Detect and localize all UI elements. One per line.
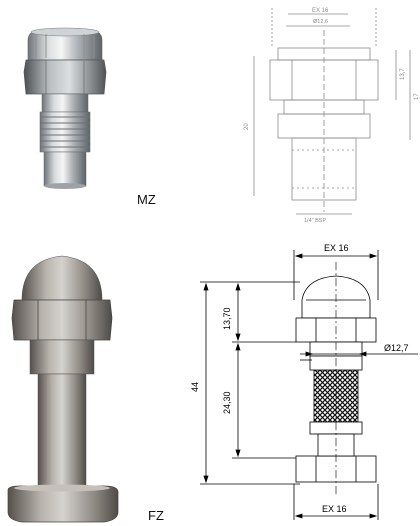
fz-bottom-dim: EX 16: [322, 504, 347, 514]
fz-upper-height: 13,70: [222, 307, 232, 330]
mz-left-dim: 20: [244, 123, 250, 130]
fz-diameter: Ø12,7: [384, 343, 409, 353]
fz-top-dim: EX 16: [324, 243, 349, 253]
fz-technical-drawing: [200, 250, 418, 520]
mz-bottom-dim: 1/4" BSP: [304, 218, 326, 224]
fz-lower-height: 24,30: [222, 391, 232, 414]
mz-top-dim-1: EX 16: [312, 8, 329, 14]
mz-top-dim-2: Ø12,6: [313, 19, 328, 25]
fz-nozzle-photo: [7, 255, 119, 523]
mz-right-dim-2: 17: [414, 93, 420, 100]
mz-right-dim-1: 13,7: [400, 68, 406, 80]
fz-total-height: 44: [190, 382, 200, 392]
mz-connector-photo: [23, 27, 107, 189]
mz-model-label: MZ: [137, 192, 156, 207]
mz-technical-drawing: [253, 8, 411, 215]
fz-model-label: FZ: [148, 508, 164, 523]
